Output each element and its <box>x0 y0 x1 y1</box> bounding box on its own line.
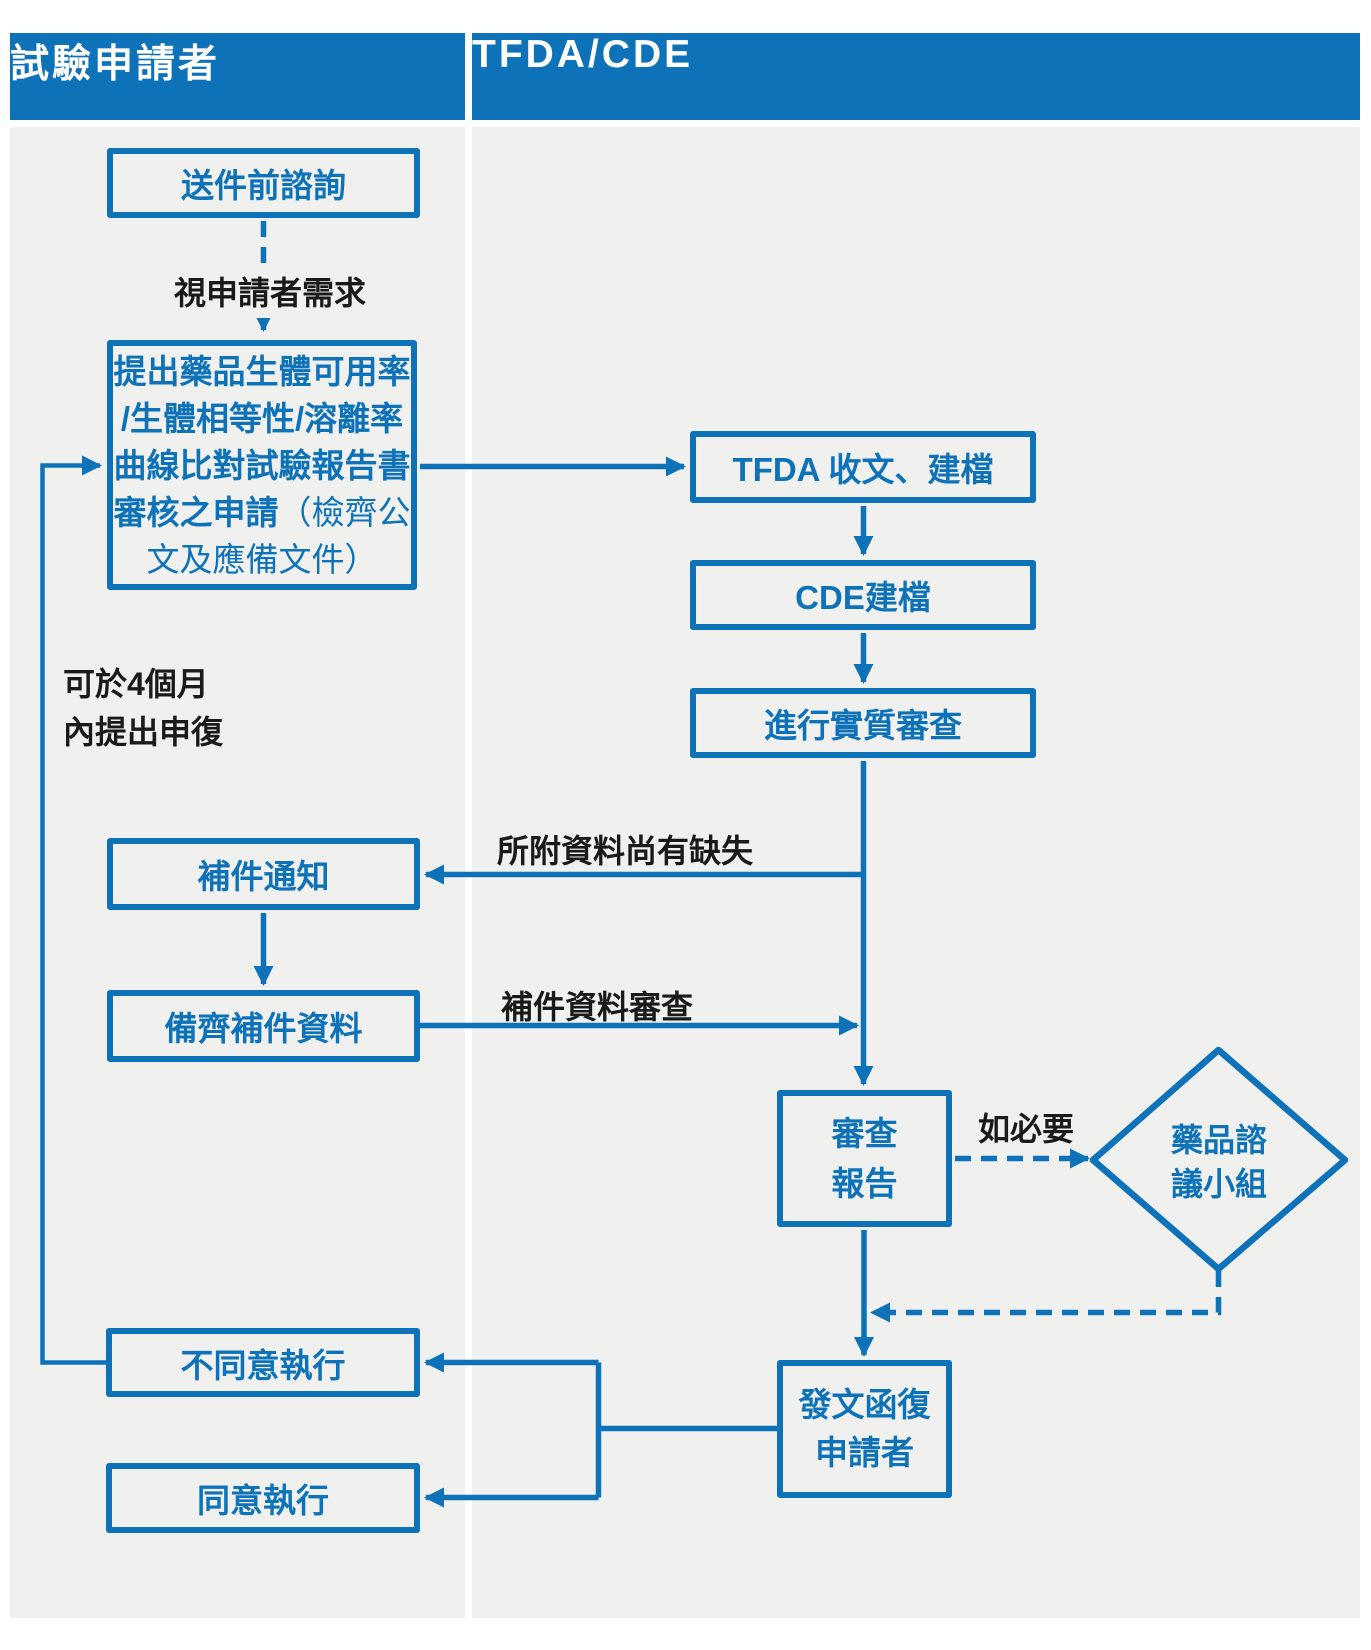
presubmission-consult-box: 送件前諮詢 <box>107 148 420 218</box>
application-line1: 提出藥品生體可用率 <box>113 352 411 390</box>
supplement-ready-box: 備齊補件資料 <box>107 990 420 1062</box>
reply-letter-box: 發文函復 申請者 <box>777 1360 952 1498</box>
agree-box: 同意執行 <box>106 1463 420 1533</box>
reply-letter-line1: 發文函復 <box>798 1386 931 1423</box>
application-line3: 曲線比對試驗報告書 <box>113 446 411 484</box>
review-report-line1: 審查 <box>831 1114 898 1152</box>
tfda-cde-lane-header: TFDA/CDE <box>472 33 1360 120</box>
disagree-box: 不同意執行 <box>106 1328 420 1397</box>
advisory-panel-text: 藥品諮 議小組 <box>1119 1118 1319 1206</box>
review-report-line2: 報告 <box>831 1164 898 1202</box>
substantive-review-label: 進行實質審查 <box>764 707 962 744</box>
agree-label: 同意執行 <box>197 1482 329 1519</box>
if-necessary-label: 如必要 <box>978 1111 1075 1147</box>
advisory-panel-line1: 藥品諮 <box>1170 1122 1267 1158</box>
supplement-notice-label: 補件通知 <box>197 858 330 895</box>
reply-letter-line2: 申請者 <box>815 1434 914 1471</box>
presubmission-consult-label: 送件前諮詢 <box>181 167 346 204</box>
tfda-receive-label: TFDA 收文、建檔 <box>732 451 994 488</box>
review-report-box: 審查 報告 <box>777 1090 952 1227</box>
tfda-receive-box: TFDA 收文、建檔 <box>690 431 1036 503</box>
per-applicant-need-label: 視申請者需求 <box>165 264 375 318</box>
supplement-notice-box: 補件通知 <box>107 838 420 910</box>
substantive-review-box: 進行實質審查 <box>690 688 1036 758</box>
missing-docs-label: 所附資料尚有缺失 <box>497 833 754 869</box>
advisory-panel-line2: 議小組 <box>1170 1166 1267 1202</box>
cde-file-label: CDE建檔 <box>795 579 931 616</box>
appeal-note-line2: 內提出申復 <box>63 714 224 750</box>
tfda-cde-lane-title: TFDA/CDE <box>472 33 694 76</box>
appeal-note-line1: 可於4個月 <box>63 666 209 702</box>
supplement-review-label: 補件資料審查 <box>501 989 694 1025</box>
applicant-lane-title: 試驗申請者 <box>10 43 221 86</box>
supplement-ready-label: 備齊補件資料 <box>164 1010 363 1047</box>
application-box: 提出藥品生體可用率 /生體相等性/溶離率 曲線比對試驗報告書 審核之申請（檢齊公… <box>107 340 417 590</box>
applicant-lane-header: 試驗申請者 <box>10 33 465 120</box>
application-line5: 文及應備文件） <box>146 540 378 578</box>
disagree-label: 不同意執行 <box>180 1346 346 1384</box>
application-line4: 審核之申請（檢齊公 <box>113 493 411 531</box>
application-line2: /生體相等性/溶離率 <box>120 399 404 437</box>
appeal-note-label: 可於4個月 內提出申復 <box>63 660 223 756</box>
cde-file-box: CDE建檔 <box>690 560 1036 630</box>
